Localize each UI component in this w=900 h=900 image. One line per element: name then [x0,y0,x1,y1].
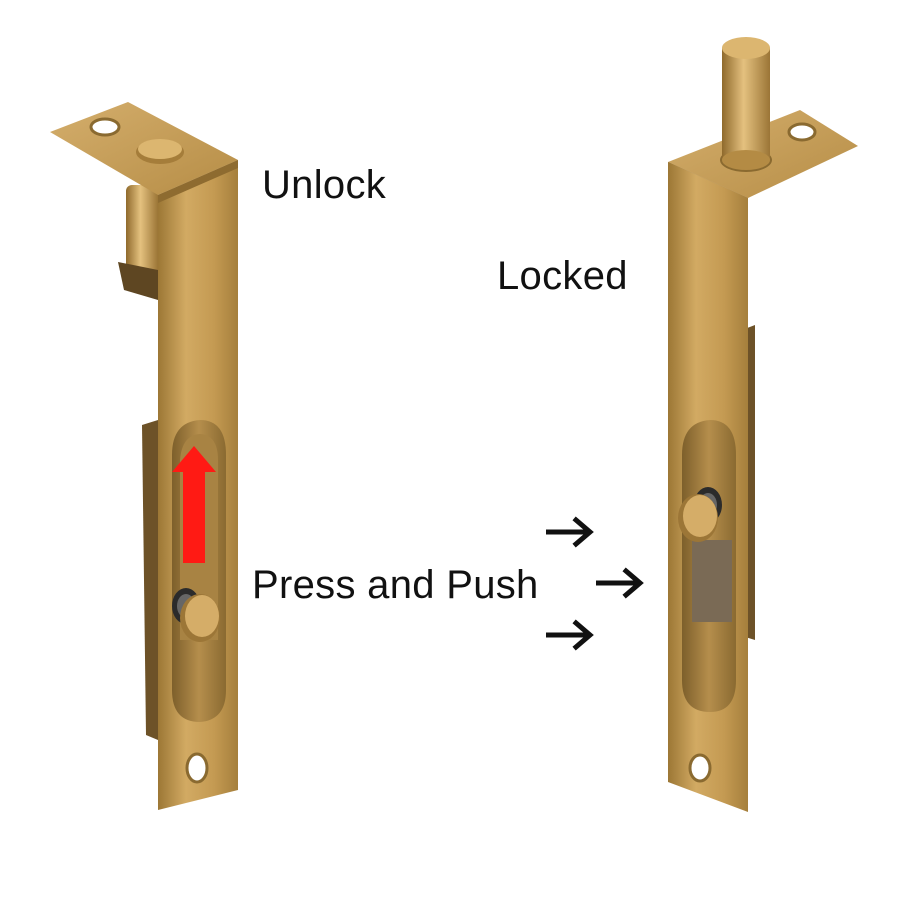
left-rod [126,185,158,280]
unlock-label: Unlock [262,163,387,207]
right-extended-rod [720,37,772,172]
left-bolt-unlocked [50,102,238,810]
left-flange-hole [89,117,121,137]
locked-label: Locked [497,254,628,298]
left-bottom-hole [185,752,209,784]
right-bottom-hole [688,753,712,783]
left-rod-bracket [118,262,158,300]
right-arrow-icon [546,516,594,548]
red-up-arrow-icon [172,446,216,563]
press-and-push-label: Press and Push [252,563,539,607]
right-slide-knob [678,487,722,542]
right-arrow-icon [596,567,644,599]
left-back-plate [142,420,158,740]
right-bolt-locked [668,37,858,812]
right-flange-hole [787,122,817,142]
left-slide-knob [172,588,220,642]
right-arrow-icon [546,619,594,651]
